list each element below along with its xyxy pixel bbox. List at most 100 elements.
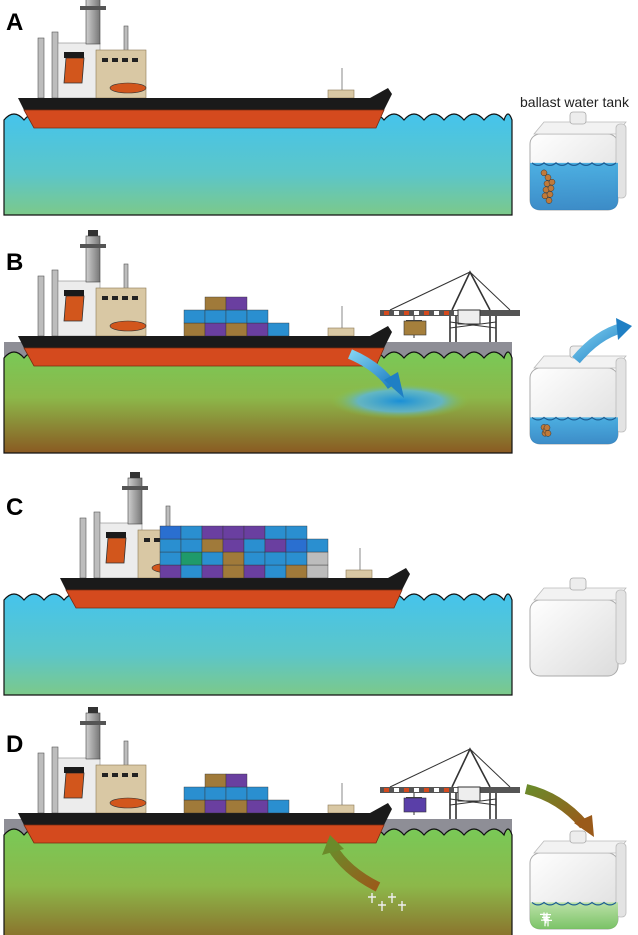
organism bbox=[540, 169, 548, 177]
bridge-window bbox=[122, 773, 128, 777]
lifeboat bbox=[109, 82, 147, 94]
organism bbox=[368, 893, 376, 903]
panel-d bbox=[3, 707, 627, 935]
container bbox=[222, 538, 245, 553]
ballast-tank bbox=[529, 111, 627, 211]
container bbox=[285, 525, 308, 540]
panel-c bbox=[3, 472, 627, 696]
container bbox=[204, 799, 227, 814]
ballast-tank bbox=[529, 830, 627, 930]
container bbox=[285, 564, 308, 579]
crane-stay bbox=[389, 748, 471, 788]
container bbox=[159, 551, 182, 566]
gantry-crane bbox=[380, 270, 520, 342]
container bbox=[204, 786, 227, 801]
tank-water bbox=[530, 162, 618, 210]
bridge-window bbox=[132, 773, 138, 777]
organism bbox=[398, 901, 406, 911]
organism bbox=[543, 912, 551, 921]
panel-d-letter: D bbox=[6, 731, 23, 758]
mast-tower bbox=[127, 477, 143, 525]
boom-stripe bbox=[394, 788, 399, 792]
exhaust-stack bbox=[37, 275, 45, 337]
hull-topside bbox=[18, 326, 392, 348]
boom-stripe bbox=[404, 311, 409, 315]
ship bbox=[18, 707, 392, 844]
bow-house bbox=[327, 804, 355, 814]
boom-stripe bbox=[394, 311, 399, 315]
container bbox=[285, 551, 308, 566]
crane-leg bbox=[489, 316, 497, 342]
boom-stripe bbox=[384, 311, 389, 315]
container bbox=[183, 322, 206, 337]
boom-stripe bbox=[414, 311, 419, 315]
tank-top bbox=[533, 587, 627, 601]
boom-stripe bbox=[414, 788, 419, 792]
container bbox=[246, 799, 269, 814]
container bbox=[246, 322, 269, 337]
container bbox=[243, 538, 266, 553]
crane-cab bbox=[457, 786, 481, 802]
organism bbox=[388, 893, 396, 903]
tank-water-surface bbox=[531, 416, 617, 421]
exhaust-stack bbox=[51, 31, 59, 99]
mast-yard bbox=[80, 6, 106, 10]
crane-stay bbox=[469, 271, 511, 311]
hull-topside bbox=[18, 803, 392, 825]
tank-cap bbox=[569, 577, 587, 591]
boom-stripe bbox=[424, 311, 429, 315]
crane-boom bbox=[380, 787, 520, 793]
organism bbox=[546, 191, 554, 198]
boom-stripe bbox=[434, 311, 439, 315]
water-body bbox=[3, 593, 513, 696]
tank-out-arrow-head bbox=[616, 318, 632, 340]
organism bbox=[544, 174, 552, 181]
container bbox=[246, 786, 269, 801]
tank-top bbox=[533, 121, 627, 135]
ship bbox=[18, 0, 392, 129]
boom-stripe bbox=[434, 788, 439, 792]
mast-top bbox=[88, 707, 98, 713]
hoisted-container bbox=[403, 797, 427, 813]
boom-stripe bbox=[384, 788, 389, 792]
bridge-window bbox=[102, 296, 108, 300]
bridge-window bbox=[112, 773, 118, 777]
tank-side bbox=[615, 842, 627, 918]
container bbox=[222, 525, 245, 540]
tank-water-surface bbox=[531, 162, 617, 166]
discharge-arrow-head bbox=[384, 372, 404, 398]
container bbox=[306, 551, 329, 566]
organism bbox=[544, 430, 552, 437]
container bbox=[306, 564, 329, 579]
container bbox=[204, 309, 227, 324]
panel-b bbox=[3, 230, 632, 454]
organism bbox=[543, 424, 551, 431]
funnel bbox=[105, 537, 127, 564]
cargo-containers bbox=[183, 773, 290, 814]
tank-water bbox=[530, 902, 618, 929]
mast-tower bbox=[85, 235, 101, 283]
bridge-window bbox=[154, 538, 160, 542]
organism bbox=[547, 185, 555, 192]
bridge-window bbox=[132, 58, 138, 62]
container bbox=[159, 538, 182, 553]
hull-topside bbox=[18, 88, 392, 110]
crane-brace bbox=[449, 321, 497, 329]
funnel bbox=[63, 57, 85, 84]
funnel bbox=[63, 295, 85, 322]
crane-boom bbox=[380, 310, 520, 316]
exhaust-stack bbox=[51, 269, 59, 337]
bow-house bbox=[327, 89, 355, 99]
mast-tower bbox=[85, 712, 101, 760]
container bbox=[243, 564, 266, 579]
mast-top bbox=[130, 472, 140, 478]
container bbox=[183, 799, 206, 814]
mast-top bbox=[88, 230, 98, 236]
tank-side bbox=[615, 357, 627, 433]
container bbox=[201, 525, 224, 540]
hull-topside bbox=[60, 568, 410, 590]
funnel-cap bbox=[64, 52, 84, 58]
container bbox=[267, 322, 290, 337]
container bbox=[285, 538, 308, 553]
